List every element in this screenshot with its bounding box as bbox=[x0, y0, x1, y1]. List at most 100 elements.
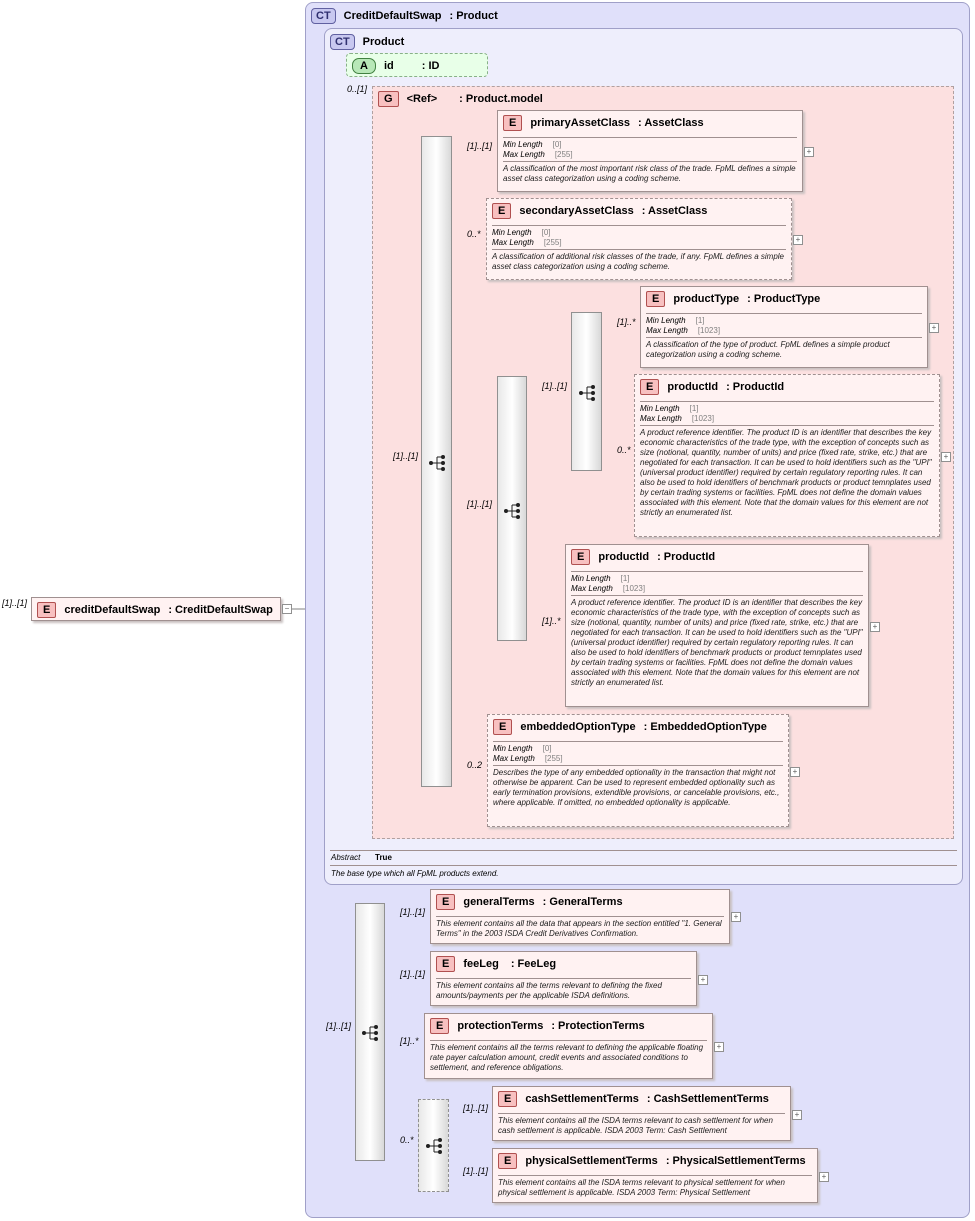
cardinality: 0..2 bbox=[467, 760, 483, 770]
expand-icon[interactable]: + bbox=[870, 622, 880, 632]
element-badge: E bbox=[37, 602, 57, 618]
attribute-type: : ID bbox=[421, 60, 440, 72]
expand-icon[interactable]: + bbox=[819, 1172, 829, 1182]
element-name: physicalSettlementTerms bbox=[525, 1155, 658, 1167]
element-type: : CreditDefaultSwap bbox=[168, 604, 273, 616]
choice-compositor[interactable] bbox=[418, 1099, 449, 1192]
element-documentation: A classification of additional risk clas… bbox=[492, 252, 784, 271]
element-documentation: This element contains all the terms rele… bbox=[436, 981, 662, 1000]
element-documentation: A product reference identifier. The prod… bbox=[640, 428, 932, 517]
expand-icon[interactable]: + bbox=[731, 912, 741, 922]
element-badge: E bbox=[640, 379, 660, 395]
complex-type-badge: CT bbox=[330, 34, 355, 50]
element-documentation: A product reference identifier. The prod… bbox=[571, 598, 863, 687]
facet-label: Max Length bbox=[492, 238, 534, 247]
facet-label: Max Length bbox=[571, 584, 613, 593]
sequence-icon bbox=[362, 1025, 378, 1041]
complex-type-name: CreditDefaultSwap bbox=[343, 10, 442, 22]
sequence-icon bbox=[504, 503, 520, 519]
cardinality: [1]..[1] bbox=[467, 141, 493, 151]
expand-icon[interactable]: + bbox=[929, 323, 939, 333]
cardinality: [1]..[1] bbox=[467, 499, 493, 509]
sequence-compositor[interactable] bbox=[355, 903, 385, 1161]
complex-type-name: Product bbox=[362, 36, 405, 48]
facet-value: [1] bbox=[689, 404, 699, 413]
element-name: cashSettlementTerms bbox=[525, 1093, 639, 1105]
element-type: : AssetClass bbox=[641, 205, 708, 217]
choice-icon bbox=[426, 1138, 442, 1154]
element-name: feeLeg bbox=[463, 958, 499, 970]
cardinality: [1]..[1] bbox=[400, 969, 426, 979]
facet-label: Min Length bbox=[492, 228, 532, 237]
element-documentation: This element contains all the terms rele… bbox=[430, 1043, 704, 1072]
cardinality: [1]..[1] bbox=[463, 1166, 489, 1176]
element-type: : ProductType bbox=[747, 293, 821, 305]
element-badge: E bbox=[498, 1153, 518, 1169]
element-type: : FeeLeg bbox=[510, 958, 557, 970]
element-documentation: This element contains all the ISDA terms… bbox=[498, 1178, 785, 1197]
cardinality: [1]..[1] bbox=[326, 1021, 352, 1031]
expand-icon[interactable]: + bbox=[790, 767, 800, 777]
element-type: : AssetClass bbox=[638, 117, 704, 129]
root-element-creditDefaultSwap[interactable]: E creditDefaultSwap : CreditDefaultSwap bbox=[31, 597, 281, 621]
element-badge: E bbox=[503, 115, 523, 131]
group-name: <Ref> bbox=[406, 93, 438, 105]
expand-icon[interactable]: + bbox=[792, 1110, 802, 1120]
expand-icon[interactable]: + bbox=[941, 452, 951, 462]
expand-icon[interactable]: + bbox=[793, 235, 803, 245]
element-type: : PhysicalSettlementTerms bbox=[665, 1155, 806, 1167]
element-badge: E bbox=[430, 1018, 450, 1034]
attribute-name: id bbox=[383, 60, 394, 72]
facet-label: Min Length bbox=[503, 140, 543, 149]
attribute-badge: A bbox=[352, 58, 376, 74]
element-documentation: Describes the type of any embedded optio… bbox=[493, 768, 780, 807]
element-badge: E bbox=[436, 956, 456, 972]
cardinality: 0..* bbox=[467, 229, 481, 239]
facet-value: [0] bbox=[552, 140, 562, 149]
expand-icon[interactable]: + bbox=[698, 975, 708, 985]
element-badge: E bbox=[493, 719, 513, 735]
facet-label: Min Length bbox=[493, 744, 533, 753]
attribute-id[interactable]: A id : ID bbox=[346, 53, 488, 77]
facet-value: [255] bbox=[544, 754, 563, 763]
complex-type-badge: CT bbox=[311, 8, 336, 24]
cardinality: [1]..[1] bbox=[400, 907, 426, 917]
facet-label: Max Length bbox=[640, 414, 682, 423]
cardinality: [1]..[1] bbox=[463, 1103, 489, 1113]
facet-label: Max Length bbox=[493, 754, 535, 763]
element-documentation: A classification of the type of product.… bbox=[646, 340, 890, 359]
element-type: : CashSettlementTerms bbox=[646, 1093, 769, 1105]
sequence-icon bbox=[579, 385, 595, 401]
sequence-compositor[interactable] bbox=[571, 312, 602, 471]
choice-compositor[interactable] bbox=[497, 376, 527, 641]
abstract-value: True bbox=[375, 853, 392, 862]
cardinality: 0..* bbox=[400, 1135, 414, 1145]
element-name: secondaryAssetClass bbox=[519, 205, 634, 217]
element-type: : ProductId bbox=[657, 551, 716, 563]
cardinality: [1]..[1] bbox=[542, 381, 568, 391]
cardinality: 0..* bbox=[617, 445, 631, 455]
facet-label: Min Length bbox=[640, 404, 680, 413]
collapse-icon[interactable]: − bbox=[282, 604, 292, 614]
complex-type-base: : Product bbox=[449, 10, 498, 22]
expand-icon[interactable]: + bbox=[714, 1042, 724, 1052]
facet-value: [255] bbox=[543, 238, 562, 247]
element-documentation: A classification of the most important r… bbox=[503, 164, 796, 183]
element-name: protectionTerms bbox=[457, 1020, 544, 1032]
facet-value: [1023] bbox=[622, 584, 646, 593]
expand-icon[interactable]: + bbox=[804, 147, 814, 157]
sequence-icon bbox=[429, 455, 445, 471]
facet-value: [1] bbox=[695, 316, 705, 325]
sequence-compositor[interactable] bbox=[421, 136, 452, 787]
